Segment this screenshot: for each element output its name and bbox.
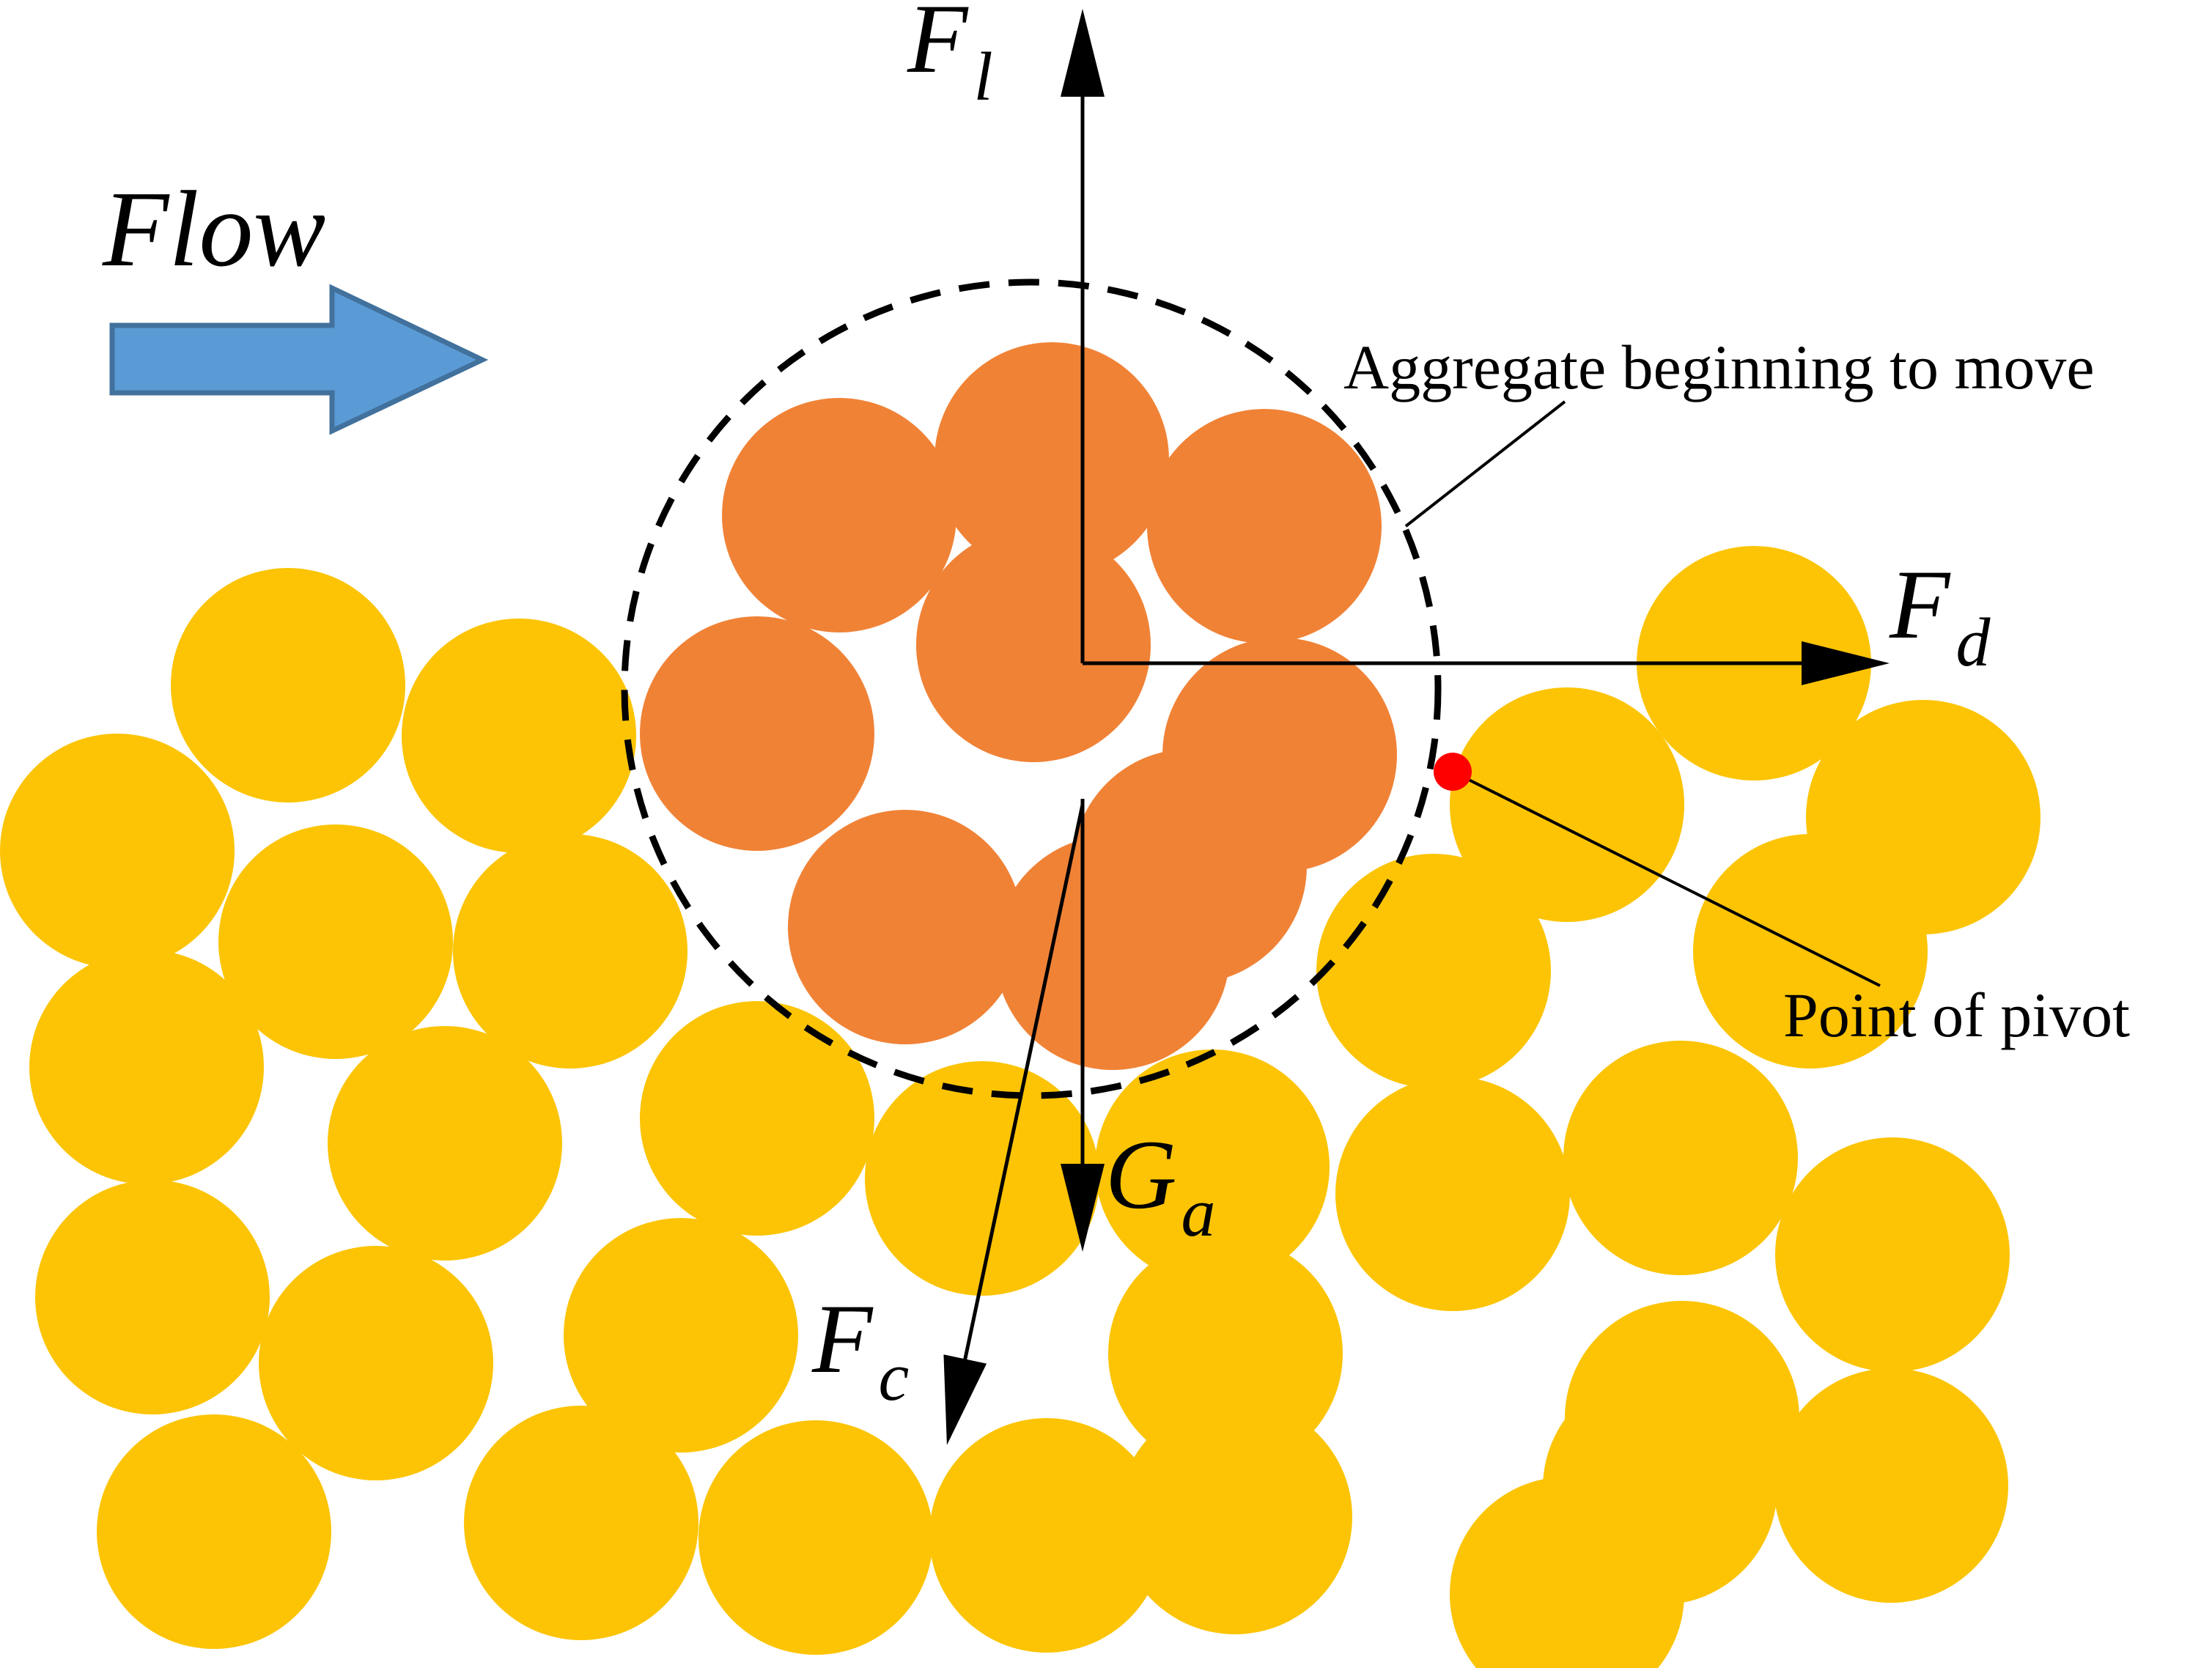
- aggregate-boundary-dashed-circle: [621, 278, 1442, 1099]
- bed-particle-28: [464, 1406, 698, 1640]
- aggregate-particle-9: [995, 835, 1230, 1070]
- bed-particle-11: [1316, 854, 1551, 1088]
- bed-particle-22: [35, 1180, 270, 1414]
- bed-particle-15: [1806, 700, 2040, 934]
- drag-force-label: Fd: [1889, 550, 1991, 681]
- lift-force-symbol: F: [907, 0, 969, 94]
- bed-particle-17: [1775, 1137, 2010, 1372]
- gravity-force-subscript: a: [1181, 1175, 1216, 1251]
- aggregate-annotation: Aggregate beginning to move: [1343, 332, 2095, 402]
- aggregate-particles: [640, 342, 1397, 1070]
- flow-label: Flow: [102, 169, 325, 289]
- bed-particle-3: [0, 734, 235, 968]
- bed-particle-21: [1774, 1368, 2008, 1603]
- aggregate-particle-3: [1147, 409, 1382, 643]
- pivot-point-marker: [1434, 753, 1472, 791]
- drag-force-symbol: F: [1889, 550, 1951, 660]
- cohesion-force-symbol: F: [811, 1285, 874, 1394]
- cohesion-force-label: Fc: [811, 1285, 909, 1415]
- bed-particle-10: [1095, 1049, 1330, 1284]
- aggregate-particle-4: [916, 528, 1151, 762]
- drag-force-subscript: d: [1955, 605, 1991, 681]
- cohesion-force-arrow: [943, 804, 1085, 1445]
- pivot-leader-line: [1452, 770, 1881, 987]
- bed-particle-29: [698, 1420, 933, 1655]
- bed-particle-12: [1450, 687, 1684, 922]
- bed-particle-4: [218, 824, 453, 1059]
- aggregate-particle-8: [788, 810, 1022, 1044]
- aggregate-particle-2: [722, 398, 956, 632]
- bed-particle-18: [1335, 1077, 1570, 1311]
- gravity-force-symbol: G: [1105, 1121, 1177, 1230]
- bed-particle-5: [453, 834, 687, 1069]
- bed-particle-31: [1450, 1477, 1684, 1668]
- bed-particle-9: [865, 1061, 1099, 1296]
- bed-particle-7: [328, 1026, 562, 1261]
- bed-particle-24: [564, 1218, 798, 1453]
- bed-particles: [0, 546, 2040, 1668]
- bed-particle-30: [929, 1418, 1164, 1653]
- flow-arrow-icon: [109, 284, 489, 435]
- aggregate-leader-line: [1404, 400, 1566, 528]
- aggregate-particle-1: [934, 342, 1169, 577]
- bed-particle-23: [259, 1246, 493, 1480]
- bed-particle-27: [97, 1414, 331, 1649]
- pivot-annotation: Point of pivot: [1783, 980, 2130, 1050]
- bed-particle-6: [29, 950, 264, 1184]
- lift-force-subscript: l: [973, 39, 992, 115]
- aggregate-particle-5: [640, 616, 874, 851]
- bed-particle-8: [640, 1001, 874, 1236]
- bed-particle-25: [1118, 1400, 1352, 1634]
- gravity-force-label: Ga: [1105, 1121, 1216, 1251]
- lift-force-label: Fl: [907, 0, 993, 115]
- bed-particle-1: [171, 568, 405, 802]
- bed-particle-2: [402, 619, 636, 853]
- cohesion-force-subscript: c: [878, 1339, 909, 1415]
- bed-particle-16: [1563, 1041, 1798, 1275]
